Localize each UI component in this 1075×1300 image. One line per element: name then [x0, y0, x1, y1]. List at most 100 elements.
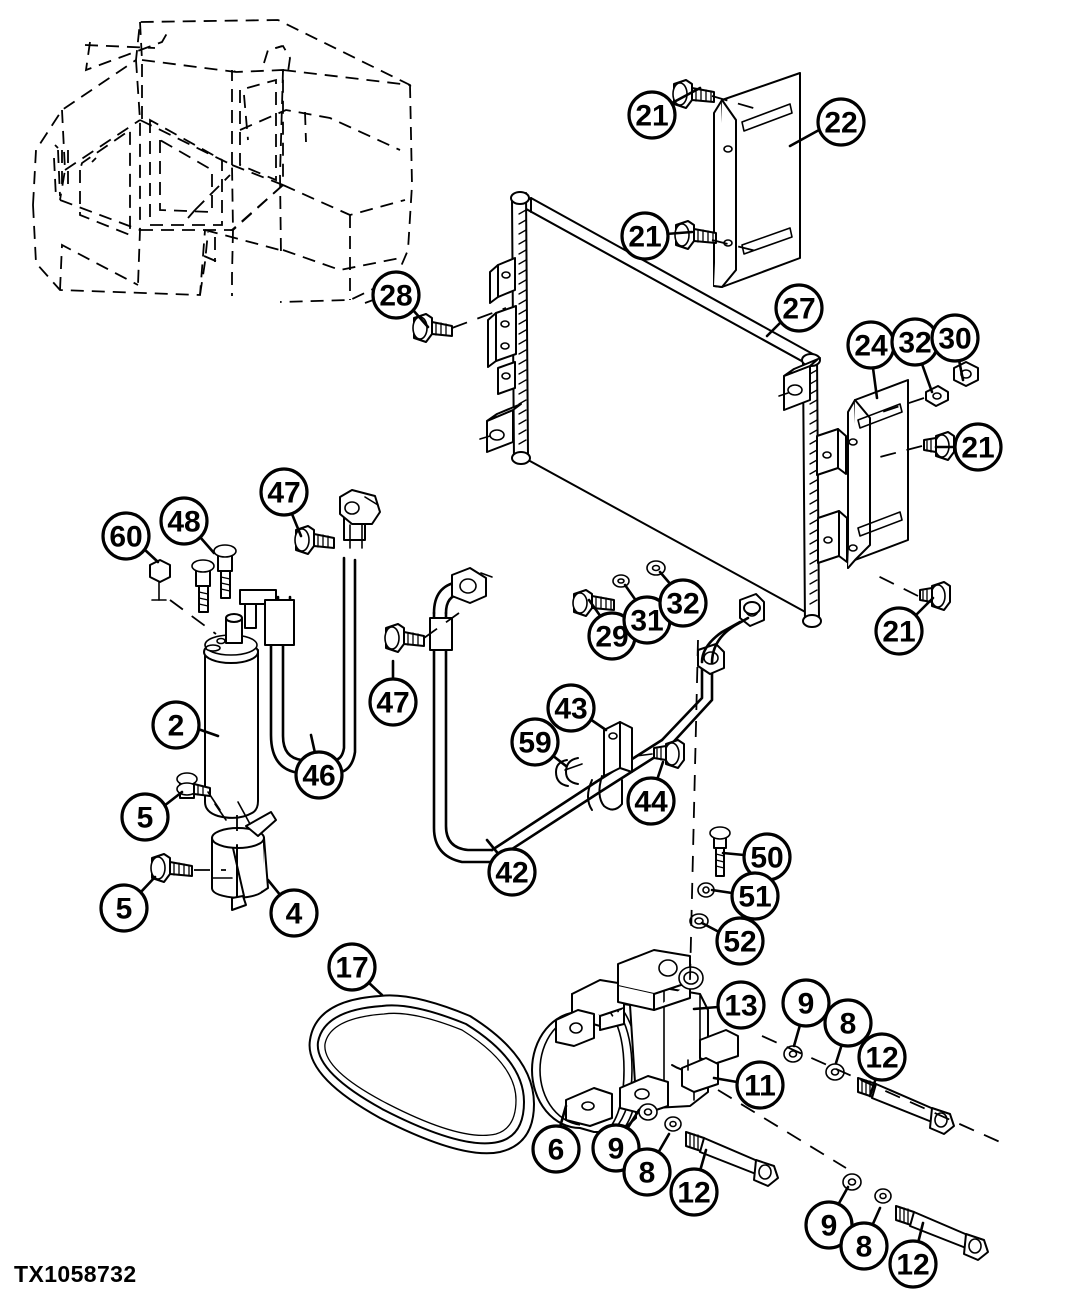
bolt-47-lower	[384, 623, 425, 653]
callout-leader-line	[588, 717, 608, 732]
callout-circle[interactable]	[101, 511, 151, 561]
callout-circle[interactable]	[622, 1147, 672, 1197]
callout-circle[interactable]	[774, 283, 824, 333]
callout-32[interactable]: 32	[658, 570, 708, 628]
callout-circle[interactable]	[888, 1239, 938, 1289]
line-clamp-assembly	[555, 721, 633, 811]
callout-number: 22	[824, 107, 857, 140]
callout-22[interactable]: 22	[788, 97, 866, 148]
cap-60	[149, 559, 171, 601]
callout-8[interactable]: 8	[622, 1132, 672, 1197]
callout-number: 32	[666, 588, 699, 621]
callout-4[interactable]: 4	[266, 878, 319, 938]
callout-43[interactable]: 43	[546, 683, 608, 733]
drive-belt	[308, 994, 535, 1155]
callout-21[interactable]: 21	[627, 86, 702, 140]
callout-2[interactable]: 2	[151, 700, 220, 750]
callout-circle[interactable]	[823, 998, 873, 1048]
callout-11[interactable]: 11	[712, 1060, 785, 1110]
callout-leader-line	[712, 1076, 739, 1084]
callout-8[interactable]: 8	[823, 998, 873, 1065]
callout-48[interactable]: 48	[159, 496, 216, 555]
callout-6[interactable]: 6	[531, 1104, 581, 1174]
callout-circle[interactable]	[368, 677, 418, 727]
callout-number: 2	[168, 710, 185, 743]
callout-27[interactable]: 27	[765, 283, 824, 338]
callout-circle[interactable]	[151, 700, 201, 750]
callout-21[interactable]: 21	[620, 211, 694, 261]
callout-21[interactable]: 21	[934, 422, 1003, 472]
callout-circle[interactable]	[930, 313, 980, 363]
callout-circle[interactable]	[487, 847, 537, 897]
callout-circle[interactable]	[546, 683, 596, 733]
callout-52[interactable]: 52	[700, 916, 765, 966]
callout-5[interactable]: 5	[99, 875, 157, 933]
callout-circle[interactable]	[857, 1032, 907, 1082]
callout-17[interactable]: 17	[327, 942, 384, 997]
callout-circle[interactable]	[816, 97, 866, 147]
callout-circle[interactable]	[327, 942, 377, 992]
callout-51[interactable]: 51	[710, 871, 780, 921]
callout-42[interactable]: 42	[485, 838, 537, 897]
callout-circle[interactable]	[510, 717, 560, 767]
bolt-44	[653, 739, 685, 769]
callout-circle[interactable]	[658, 578, 708, 628]
callout-number: 59	[518, 727, 551, 760]
fasteners	[149, 79, 1001, 1261]
bolt-47-upper	[294, 525, 335, 555]
callout-47[interactable]: 47	[368, 659, 418, 727]
callout-44[interactable]: 44	[626, 760, 676, 826]
callout-leader-line	[957, 358, 965, 382]
callout-circle[interactable]	[120, 792, 170, 842]
callout-24[interactable]: 24	[846, 320, 896, 400]
callout-circle[interactable]	[715, 916, 765, 966]
hose-46	[264, 489, 381, 775]
callout-leader-line	[870, 1206, 882, 1228]
hardware-set-bottom-right	[842, 1173, 989, 1261]
callout-circle[interactable]	[99, 883, 149, 933]
callout-12[interactable]: 12	[669, 1148, 719, 1217]
callout-50[interactable]: 50	[721, 832, 792, 882]
callout-number: 12	[677, 1177, 710, 1210]
callout-circle[interactable]	[716, 980, 766, 1030]
callout-30[interactable]: 30	[930, 313, 980, 382]
callout-circle[interactable]	[259, 467, 309, 517]
callout-leader-line	[558, 1104, 568, 1129]
callout-8[interactable]: 8	[839, 1206, 889, 1271]
callout-circle[interactable]	[730, 871, 780, 921]
callout-12[interactable]: 12	[888, 1221, 938, 1289]
callout-circle[interactable]	[735, 1060, 785, 1110]
callout-circle[interactable]	[371, 270, 421, 320]
callout-circle[interactable]	[839, 1221, 889, 1271]
callout-47[interactable]: 47	[259, 467, 309, 538]
callout-circle[interactable]	[294, 750, 344, 800]
callout-31[interactable]: 31	[622, 583, 672, 645]
callout-circle[interactable]	[874, 606, 924, 656]
callout-leader-line	[587, 598, 603, 619]
callout-60[interactable]: 60	[101, 511, 160, 564]
callout-circle[interactable]	[781, 978, 831, 1028]
callout-circle[interactable]	[159, 496, 209, 546]
callout-circle[interactable]	[627, 90, 677, 140]
callout-13[interactable]: 13	[692, 980, 766, 1030]
callout-number: 8	[856, 1231, 873, 1264]
callout-32[interactable]: 32	[890, 317, 940, 394]
callout-circle[interactable]	[269, 888, 319, 938]
callout-9[interactable]: 9	[781, 978, 831, 1048]
callout-circle[interactable]	[620, 211, 670, 261]
callout-circle[interactable]	[953, 422, 1003, 472]
callout-5[interactable]: 5	[120, 790, 184, 842]
bolt-5-lower	[150, 853, 193, 883]
callout-59[interactable]: 59	[510, 717, 568, 768]
callout-28[interactable]: 28	[371, 270, 430, 329]
callout-21[interactable]: 21	[874, 596, 935, 656]
callout-46[interactable]: 46	[294, 733, 344, 800]
callout-12[interactable]: 12	[857, 1032, 907, 1098]
callout-circle[interactable]	[669, 1167, 719, 1217]
callout-circle[interactable]	[531, 1124, 581, 1174]
callout-circle[interactable]	[626, 776, 676, 826]
callout-leader-line	[698, 1148, 708, 1173]
callout-9[interactable]: 9	[804, 1185, 854, 1250]
callout-number: 60	[109, 521, 142, 554]
